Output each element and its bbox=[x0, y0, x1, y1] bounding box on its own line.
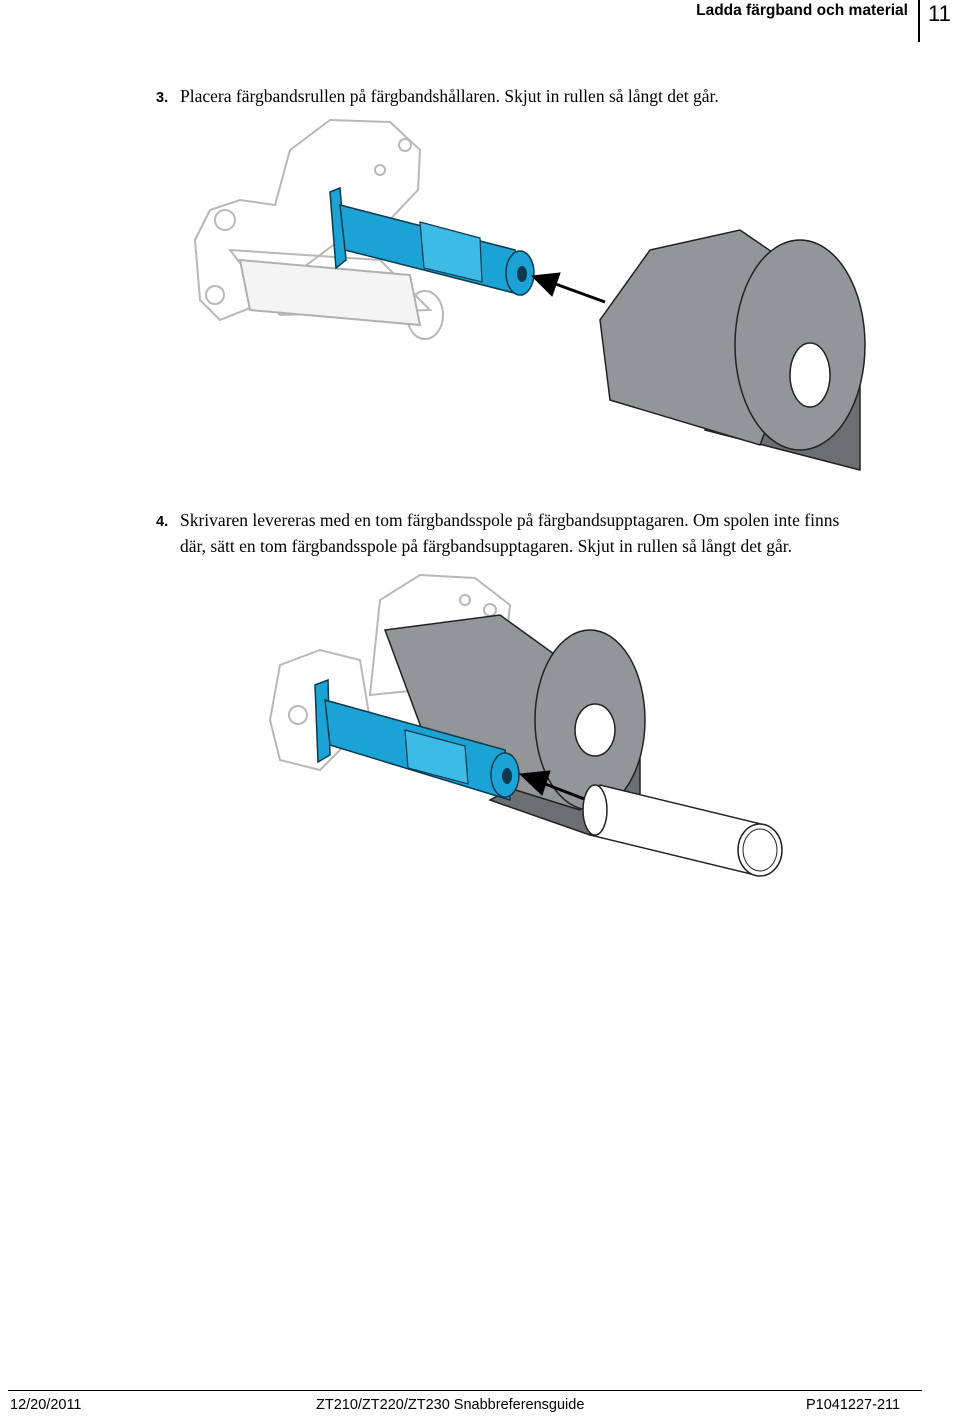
step-number: 3. bbox=[156, 90, 169, 106]
step-text-line2: där, sätt en tom färgbandsspole på färgb… bbox=[180, 536, 792, 556]
empty-core-tube bbox=[582, 784, 783, 877]
step-3: 3. Placera färgbandsrullen på färgbandshå… bbox=[156, 84, 916, 110]
ribbon-supply-illustration bbox=[193, 118, 866, 471]
takeup-spindle bbox=[314, 678, 520, 802]
arrow-icon bbox=[530, 272, 606, 304]
step-text: Placera färgbandsrullen på färgbandshåll… bbox=[180, 86, 719, 106]
step-4: 4. Skrivaren levereras med en tom färgban… bbox=[156, 508, 916, 558]
footer-document-title: ZT210/ZT220/ZT230 Snabbreferensguide bbox=[316, 1397, 585, 1413]
step-text-line1: Skrivaren levereras med en tom färgbands… bbox=[180, 510, 840, 530]
ribbon-takeup-illustration bbox=[268, 573, 783, 877]
step-number: 4. bbox=[156, 514, 169, 530]
footer-date: 12/20/2011 bbox=[10, 1397, 82, 1413]
header-divider bbox=[918, 0, 920, 42]
header-title: Ladda färgband och material bbox=[696, 2, 908, 19]
footer-part-number: P1041227-211 bbox=[806, 1397, 901, 1413]
footer-divider bbox=[8, 1390, 922, 1391]
ribbon-roll bbox=[599, 229, 866, 471]
supply-spindle bbox=[329, 186, 535, 297]
page-number: 11 bbox=[928, 1, 951, 26]
